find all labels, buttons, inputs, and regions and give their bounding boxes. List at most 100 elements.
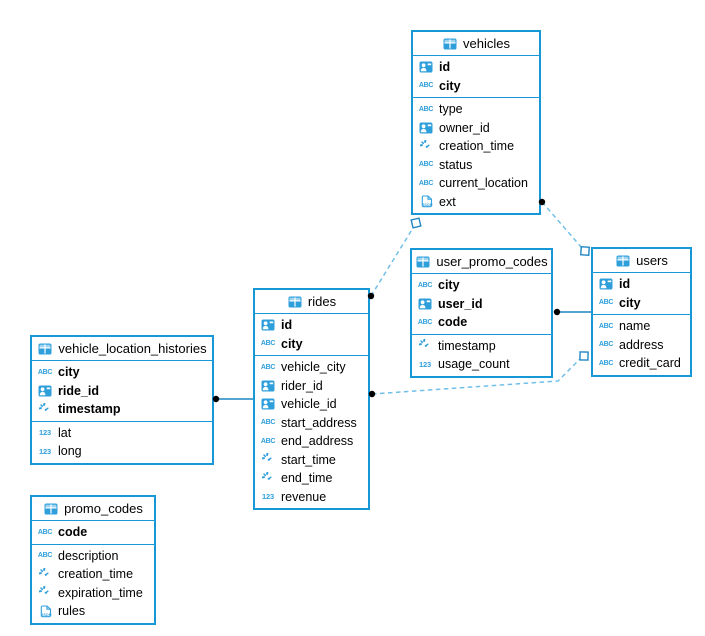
timestamp-icon [260, 453, 276, 466]
relationship-diamond-end [580, 246, 590, 256]
text-icon-glyph: ABC [37, 552, 53, 560]
column-name: rider_id [281, 378, 323, 393]
column-row-city[interactable]: ABC city [412, 276, 551, 295]
column-row-description[interactable]: ABC description [32, 547, 154, 566]
timestamp-icon [37, 402, 53, 416]
column-name: credit_card [619, 356, 681, 371]
column-row-id[interactable]: id [255, 316, 368, 335]
column-name: id [439, 60, 451, 75]
column-name: current_location [439, 176, 528, 191]
column-row-start_time[interactable]: start_time [255, 451, 368, 470]
number-icon-glyph: 123 [419, 359, 431, 369]
timestamp-icon [417, 339, 433, 352]
number-icon: 123 [37, 428, 53, 437]
column-row-creation_time[interactable]: creation_time [32, 565, 154, 584]
column-name: start_address [281, 415, 357, 430]
table-icon [615, 255, 631, 267]
column-name: address [619, 337, 664, 352]
table-header[interactable]: vehicle_location_histories [32, 337, 212, 361]
uuid-icon [260, 398, 276, 410]
text-icon-glyph: ABC [417, 318, 433, 326]
table-title: promo_codes [64, 501, 143, 516]
text-icon: ABC [260, 364, 276, 371]
column-name: city [438, 278, 460, 293]
timestamp-icon [37, 567, 53, 581]
relationship-vehicles-users[interactable] [541, 201, 583, 249]
column-name: description [58, 548, 119, 563]
timestamp-icon [37, 586, 53, 599]
table-header[interactable]: promo_codes [32, 497, 154, 521]
text-icon-glyph: ABC [260, 363, 276, 371]
column-name: end_time [281, 471, 333, 486]
column-row-current_location[interactable]: ABC current_location [413, 174, 539, 193]
column-row-vehicle_city[interactable]: ABC vehicle_city [255, 358, 368, 377]
uuid-icon [417, 298, 433, 310]
column-row-id[interactable]: id [413, 58, 539, 77]
relationship-rides-vehicles[interactable] [370, 227, 414, 297]
column-row-rules[interactable]: JSON rules [32, 602, 154, 621]
column-name: code [58, 525, 88, 540]
text-icon: ABC [417, 282, 433, 289]
column-row-vehicle_id[interactable]: vehicle_id [255, 395, 368, 414]
column-row-user_id[interactable]: user_id [412, 295, 551, 314]
column-name: type [439, 102, 463, 117]
column-row-timestamp[interactable]: timestamp [32, 400, 212, 419]
table-icon [37, 343, 53, 355]
column-row-expiration_time[interactable]: expiration_time [32, 584, 154, 603]
table-header[interactable]: vehicles [413, 32, 539, 56]
column-row-lat[interactable]: 123 lat [32, 424, 212, 443]
column-name: vehicle_city [281, 360, 346, 375]
column-row-end_time[interactable]: end_time [255, 469, 368, 488]
table-header[interactable]: rides [255, 290, 368, 314]
text-icon-glyph: ABC [260, 437, 276, 445]
text-icon-glyph: ABC [37, 368, 53, 376]
text-icon: ABC [418, 180, 434, 187]
column-row-owner_id[interactable]: owner_id [413, 119, 539, 138]
table-icon [415, 256, 431, 268]
column-name: rules [58, 604, 86, 619]
column-row-timestamp[interactable]: timestamp [412, 337, 551, 356]
svg-text:JSON: JSON [41, 613, 52, 617]
table-icon [287, 296, 303, 308]
number-icon-glyph: 123 [262, 492, 274, 502]
column-row-creation_time[interactable]: creation_time [413, 137, 539, 156]
timestamp-icon [418, 139, 434, 153]
column-name: lat [58, 425, 72, 440]
text-icon-glyph: ABC [418, 82, 434, 90]
column-name: ride_id [58, 383, 99, 398]
column-row-ride_id[interactable]: ride_id [32, 382, 212, 401]
table-header[interactable]: users [593, 249, 690, 273]
table-header[interactable]: user_promo_codes [412, 250, 551, 274]
column-row-id[interactable]: id [593, 275, 690, 294]
column-row-rider_id[interactable]: rider_id [255, 377, 368, 396]
